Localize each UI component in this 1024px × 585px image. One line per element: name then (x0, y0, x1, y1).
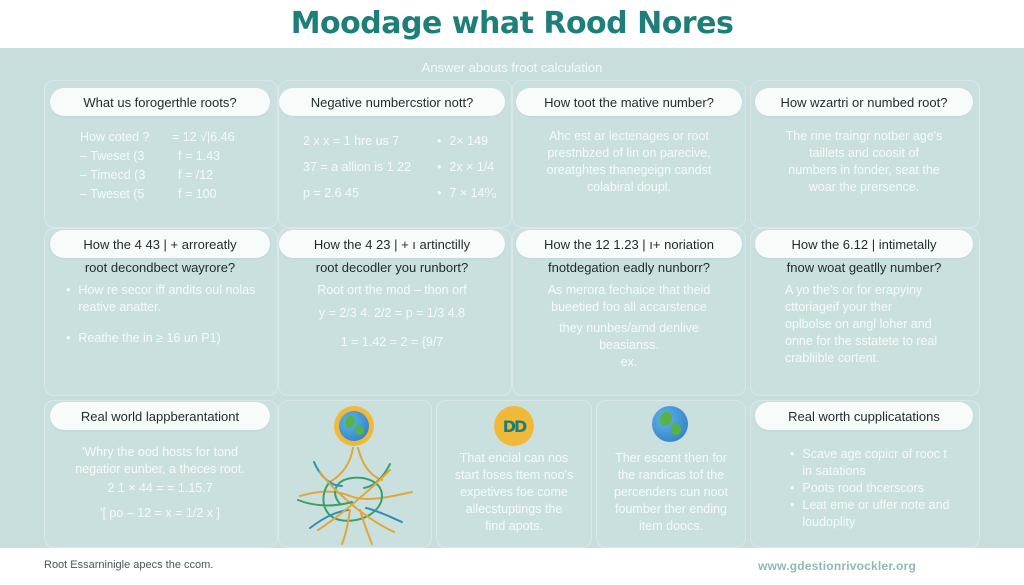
text-line: prestnbzed of lin on parecive, (547, 146, 711, 160)
page-subtitle: Answer abouts froot calculation (421, 60, 603, 75)
line-right: f = 1.43 (178, 149, 221, 163)
text-line: start foses ttem noo's (454, 468, 574, 482)
text-line: Root ort the mod – thon orf (317, 283, 467, 297)
text-line: taillets and coosit of (809, 146, 919, 160)
question-pill-2[interactable]: Negative numbercstior nott? (279, 88, 505, 116)
text-line: cttoriageif your ther (785, 300, 892, 314)
text-line: That encial can nos (459, 451, 569, 465)
card-4-text: The rine traingr notber age's taillets a… (755, 128, 973, 196)
text-line: numbers in fonder, seat the (788, 163, 940, 177)
sub-question-6: root decodler you runbort? (315, 260, 469, 275)
page-title: Moodage what Rood Nores (290, 6, 734, 41)
dd-badge-icon: DD (494, 406, 534, 446)
question-pill-5[interactable]: How the 4 43 | + arroreatly (50, 230, 270, 258)
card-2-lines: 2 x x = 1 hre us 7 2× 149 37 = a allion i… (303, 128, 513, 206)
line-left: 37 = a allion is 1 22 (303, 160, 412, 174)
line-right: = 12 √|6.46 (172, 130, 235, 144)
text-line: allecstuptings the (465, 502, 563, 516)
question-pill-3[interactable]: How toot the mative number? (516, 88, 742, 116)
line-right: f = /12 (178, 168, 214, 182)
bullet-item: How re secor iff andits oul nolas reativ… (78, 283, 256, 314)
card-9-text: 'Whry the ood hosts for tond negatior eu… (50, 444, 270, 522)
text-line: colabiral doupl. (586, 180, 672, 194)
text-line: bueetied foo all accarstence (551, 300, 707, 314)
sub-question-5: root decondbect wayrore? (84, 260, 236, 275)
root-network-graphic (297, 447, 413, 545)
bullet-item: Leat eme or uffer note and loudoplity (802, 498, 950, 529)
question-pill-1[interactable]: What us forogerthle roots? (50, 88, 270, 116)
text-line: 'Whry the ood hosts for tond (82, 445, 238, 459)
formula-line: 1 = 1.42 = 2 = {9/7 (340, 335, 444, 349)
bullet-item: Reathe the in ≥ 16 un P1) (78, 331, 221, 345)
line-left: 2 x x = 1 hre us 7 (303, 134, 400, 148)
text-line: Ther escent then for (615, 451, 727, 465)
text-line: woar the prersence. (808, 180, 920, 194)
card-1-lines: How coted ? = 12 √|6.46 – Tweset (3 f = 1.… (80, 128, 280, 204)
sub-question-8: fnow woat geatlly number? (786, 260, 942, 275)
line-right: f = 100 (178, 187, 217, 201)
bullet-item: Poots rood thcerscors (802, 481, 924, 495)
text-line: oreatghtes thanegeign candst (546, 163, 712, 177)
line-left: – Timecd (3 (80, 168, 146, 182)
question-pill-8[interactable]: How the 6.12 | intimetally (755, 230, 973, 258)
text-line: Ahc est ar lectenages or root (549, 129, 709, 143)
sub-question-7: fnotdegation eadly nunborr? (548, 260, 710, 275)
text-line: negatior eunber, a theces root. (75, 462, 245, 476)
line-right: 2x × 1/4 (437, 160, 494, 174)
text-line: foumber ther ending (615, 502, 727, 516)
text-line: expetives foe come (460, 485, 568, 499)
content-panel: Answer abouts froot calculation What us … (0, 48, 1024, 548)
text-line: crabliible cortent. (785, 351, 880, 365)
question-pill-4[interactable]: How wzartri or numbed root? (755, 88, 973, 116)
question-pill-6[interactable]: How the 4 23 | + ı artinctilly (279, 230, 505, 258)
globe-icon (652, 406, 688, 442)
globe-icon (334, 406, 374, 446)
question-pill-7[interactable]: How the 12 1.23 | ı+ noriation (516, 230, 742, 258)
card-8-text: A yo the's or for erapyiny cttoriageif y… (785, 282, 975, 367)
card-3-text: Ahc est ar lectenages or root prestnbzed… (516, 128, 742, 196)
card-7-text: As merora fechaice that theid bueetied f… (516, 282, 742, 371)
formula-line: y = 2/3 4. 2/2 = p = 1/3 4.8 (318, 306, 466, 320)
text-line: As merora fechaice that theid (547, 283, 711, 297)
text-line: item doocs. (639, 519, 703, 533)
text-line: beasianss. (599, 338, 659, 352)
text-line: The rine traingr notber age's (785, 129, 943, 143)
card-12-bullets: •Scave age copicr of rooc t in satations… (790, 446, 960, 531)
text-line: the randicas tof the (617, 468, 725, 482)
card-11-text: Ther escent then for the randicas tof th… (596, 450, 746, 535)
text-line: they nunbes/arnd denlive (559, 321, 699, 335)
line-right: 2× 149 (437, 134, 488, 148)
question-pill-9[interactable]: Real world lappberantationt (50, 402, 270, 430)
line-left: p = 2.6 45 (303, 186, 359, 200)
line-right: 7 × 14⁰⁄₀ (437, 186, 497, 200)
line-left: How coted ? (80, 130, 150, 144)
text-line: percenders cun noot (614, 485, 728, 499)
question-pill-12[interactable]: Real worth cupplicatations (755, 402, 973, 430)
text-line: find apots. (485, 519, 543, 533)
footer-caption: Root Essarninigle apecs the ccom. (44, 559, 214, 571)
bullet-item: Scave age copicr of rooc t in satations (802, 447, 947, 478)
line-left: – Tweset (3 (80, 149, 145, 163)
text-line: onne for the sstatete to real (785, 334, 938, 348)
card-5-bullets: •How re secor iff andits oul nolas reati… (66, 282, 266, 347)
card-10-text: That encial can nos start foses ttem noo… (436, 450, 592, 535)
line-left: – Tweset (5 (80, 187, 145, 201)
text-line: ex. (620, 355, 638, 369)
text-line: 2 1 × 44 = = 1.15.7 (107, 481, 213, 495)
card-6-lines: Root ort the mod – thon orf y = 2/3 4. 2… (279, 282, 505, 357)
text-line: oplbolse on angl loher and (785, 317, 932, 331)
formula-line: '[ po – 12 = x = 1/2 x ] (100, 506, 220, 520)
text-line: A yo the's or for erapyiny (785, 283, 923, 297)
footer-link[interactable]: www.gdestionrivockler.org (758, 559, 916, 573)
